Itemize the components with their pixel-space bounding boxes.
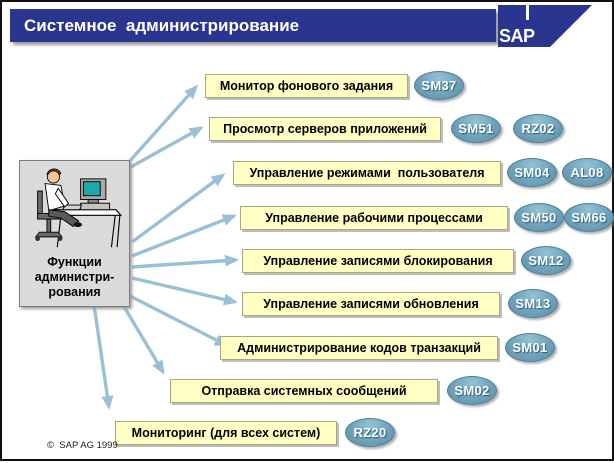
transaction-code-badge-sm50: SM50: [514, 203, 564, 232]
arrow-to-row-8: [121, 304, 165, 375]
transaction-code-badge-sm66: SM66: [564, 203, 614, 232]
admin-caption-line: рования: [48, 285, 101, 299]
function-label-work-processes: Управление рабочими процессами: [240, 206, 508, 230]
sap-logo: SAP: [498, 5, 614, 47]
function-label-view-app-servers: Просмотр серверов приложений: [209, 117, 441, 141]
function-label-monitoring-all-systems: Мониторинг (для всех систем): [115, 421, 337, 445]
transaction-code-badge-rz02: RZ02: [513, 114, 563, 143]
page-title: Системное администрирование: [10, 9, 496, 42]
admin-caption-line: администри-: [34, 270, 115, 284]
function-label-lock-entries: Управление записями блокирования: [242, 249, 514, 273]
transaction-code-badge-sm37: SM37: [414, 71, 464, 100]
arrow-to-row-3: [130, 173, 226, 244]
arrow-to-row-4: [131, 214, 237, 258]
function-label-system-messages: Отправка системных сообщений: [170, 379, 438, 403]
arrow-to-row-6: [131, 276, 238, 306]
transaction-code-badge-sm02: SM02: [447, 376, 497, 405]
function-label-transaction-codes: Администрирование кодов транзакций: [220, 336, 498, 360]
transaction-code-badge-sm13: SM13: [508, 289, 558, 318]
transaction-code-badge-rz20: RZ20: [345, 418, 395, 447]
function-label-update-records: Управление записями обновления: [242, 292, 500, 316]
transaction-code-badge-sm51: SM51: [451, 114, 501, 143]
arrow-to-row-1: [126, 84, 199, 165]
arrow-to-row-7: [129, 294, 229, 347]
footer-copyright: © SAP AG 1999: [47, 440, 118, 451]
admin-figure-box: Функции администри- рования: [19, 160, 130, 307]
sap-logo-icon: SAP: [498, 5, 592, 47]
arrow-to-row-5: [131, 254, 239, 269]
admin-caption: Функции администри- рования: [20, 255, 129, 300]
transaction-code-badge-sm12: SM12: [521, 246, 571, 275]
arrow-to-row-9: [92, 304, 114, 410]
admin-caption-line: Функции: [47, 255, 102, 269]
function-label-monitor-background-job: Монитор фонового задания: [205, 74, 408, 98]
transaction-code-badge-sm01: SM01: [505, 333, 555, 362]
function-label-user-sessions: Управление режимами пользователя: [233, 161, 501, 185]
sap-logo-text: SAP: [499, 26, 535, 46]
transaction-code-badge-sm04: SM04: [507, 158, 557, 187]
person-at-computer-icon: [34, 168, 123, 248]
arrow-to-row-2: [128, 126, 204, 170]
transaction-code-badge-al08: AL08: [562, 158, 612, 187]
